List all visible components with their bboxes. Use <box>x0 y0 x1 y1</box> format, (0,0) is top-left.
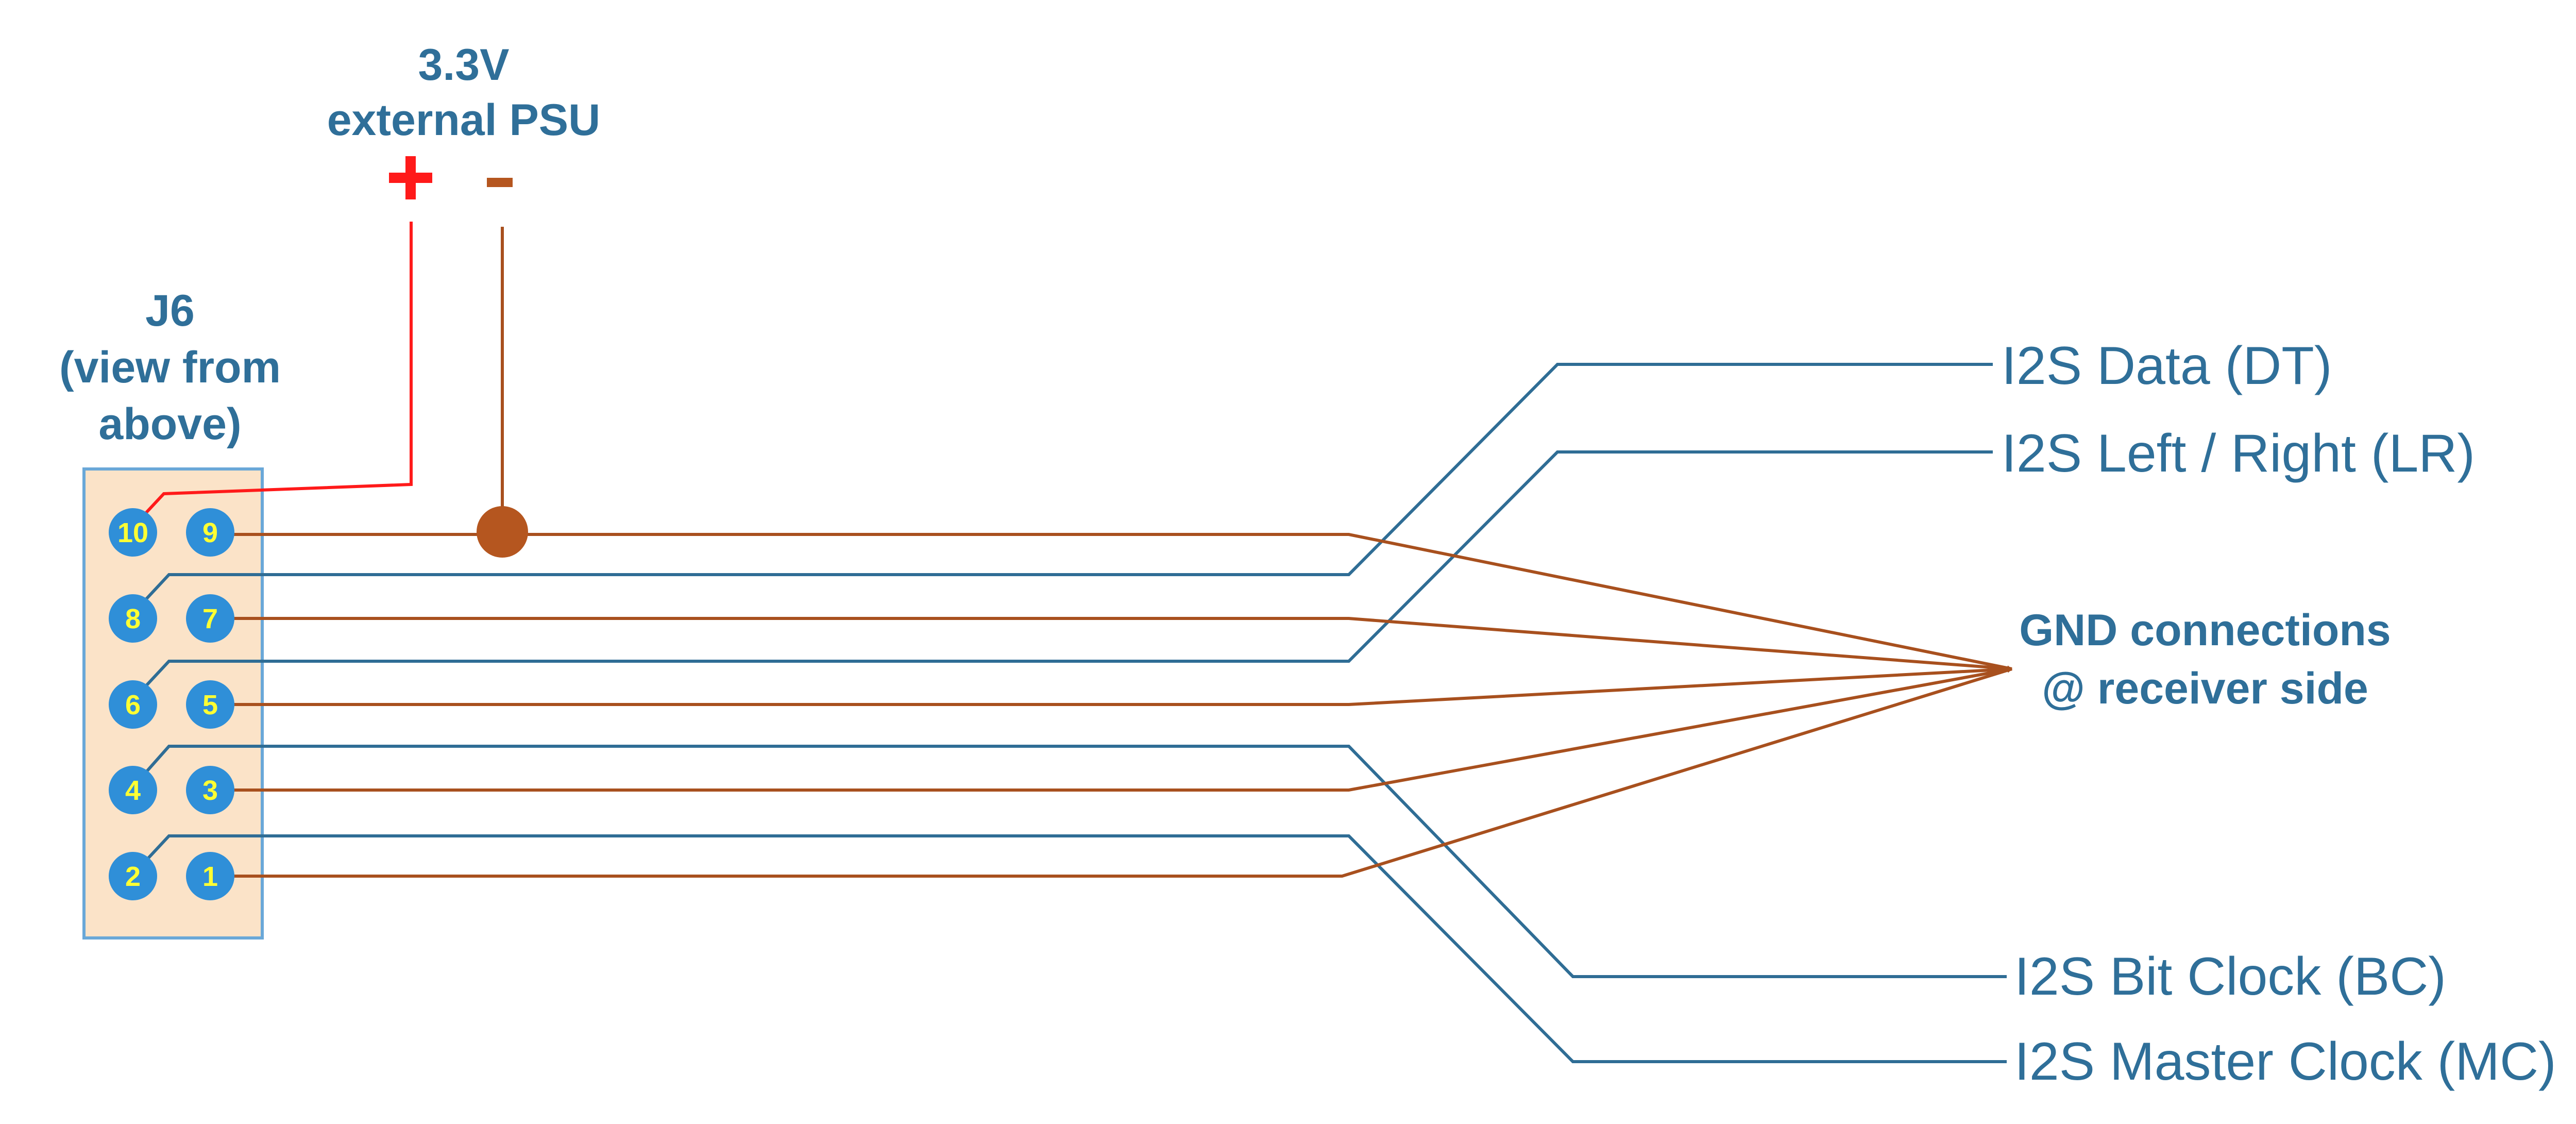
pin-label: 3 <box>202 775 218 806</box>
wire-pin5-gnd <box>210 666 2012 706</box>
psu-minus-icon <box>487 178 513 187</box>
pin-1: 1 <box>186 852 234 900</box>
psu-title-line1: 3.3V <box>418 40 510 90</box>
pin-label: 7 <box>202 603 218 634</box>
signal-label-dt: I2S Data (DT) <box>2002 336 2332 396</box>
wire-pin8-dt <box>131 363 1993 615</box>
pin-10: 10 <box>109 508 157 557</box>
connector-title-line3: above) <box>98 399 241 449</box>
wire-pin3-gnd <box>210 667 2012 792</box>
pin-7: 7 <box>186 594 234 643</box>
signal-label-lr: I2S Left / Right (LR) <box>2002 424 2475 483</box>
pin-label: 1 <box>202 861 218 892</box>
pin-label: 4 <box>125 775 141 806</box>
wire-pin4-bc <box>131 745 2007 978</box>
pin-2: 2 <box>109 852 157 900</box>
connector-title-line2: (view from <box>59 343 281 392</box>
wire-pin2-mc <box>131 834 2007 1063</box>
wire-pin9-gnd <box>210 533 2012 671</box>
psu-plus-icon <box>389 156 432 199</box>
pin-8: 8 <box>109 594 157 643</box>
pin-3: 3 <box>186 766 234 814</box>
pin-label: 8 <box>125 603 141 634</box>
pin-label: 9 <box>202 517 218 548</box>
signal-label-bc: I2S Bit Clock (BC) <box>2014 947 2446 1006</box>
pin-5: 5 <box>186 680 234 729</box>
wire-pin7-gnd <box>210 617 2012 672</box>
pin-label: 6 <box>125 690 141 720</box>
pin-9: 9 <box>186 508 234 557</box>
connector-title-line1: J6 <box>145 286 195 335</box>
gnd-junction-dot <box>477 506 528 558</box>
gnd-label-line2: @ receiver side <box>2042 664 2368 713</box>
signal-label-mc: I2S Master Clock (MC) <box>2014 1032 2556 1092</box>
pin-4: 4 <box>109 766 157 814</box>
wire-pin10-plus <box>133 222 413 526</box>
psu-title-line2: external PSU <box>327 95 601 145</box>
wire-pin1-gnd <box>210 667 2012 878</box>
pin-label: 5 <box>202 690 218 720</box>
pin-6: 6 <box>109 680 157 729</box>
gnd-label-line1: GND connections <box>2019 606 2391 655</box>
pin-label: 2 <box>125 861 141 892</box>
wire-pin6-lr <box>131 450 1993 701</box>
pin-label: 10 <box>117 517 148 548</box>
